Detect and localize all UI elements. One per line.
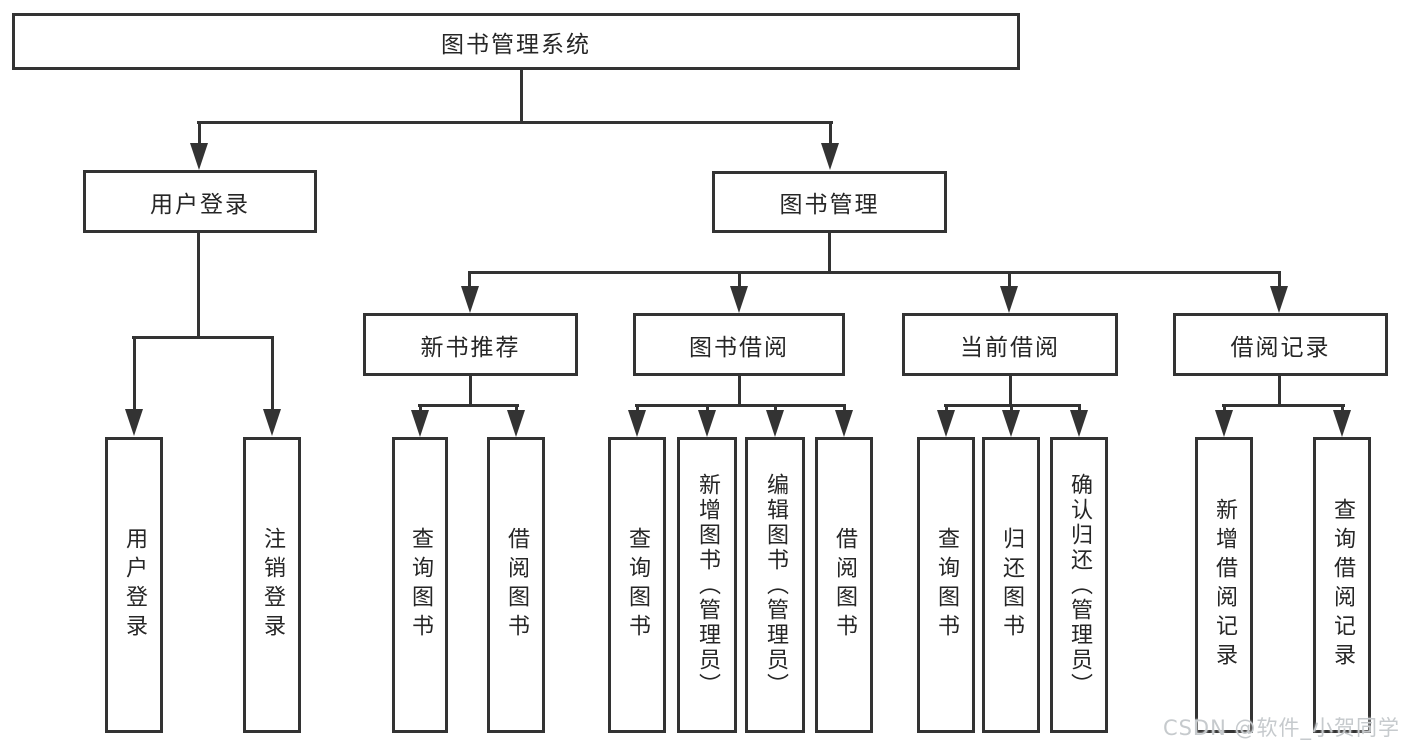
connector-line: [132, 336, 274, 339]
connector-line: [1223, 404, 1226, 412]
leaf-add-borrow-record-label: 新增借阅记录: [1212, 498, 1237, 672]
connector-line: [1341, 404, 1344, 412]
arrow-down-icon: [1070, 410, 1088, 437]
connector-line: [706, 404, 709, 412]
leaf-query-books-current: 查询图书: [917, 437, 975, 733]
connector-line: [197, 121, 833, 124]
arrow-down-icon: [766, 410, 784, 437]
arrow-down-icon: [1333, 410, 1351, 437]
connector-line: [133, 336, 136, 412]
node-new-book-recommend: 新书推荐: [363, 313, 578, 376]
connector-line: [418, 404, 519, 407]
connector-line: [829, 121, 832, 145]
connector-line: [738, 376, 741, 406]
leaf-logout: 注销登录: [243, 437, 301, 733]
connector-line: [419, 404, 422, 412]
node-user-login: 用户登录: [83, 170, 317, 233]
arrow-down-icon: [1002, 410, 1020, 437]
leaf-borrow-books-label: 借阅图书: [832, 527, 857, 643]
connector-line: [468, 271, 1281, 274]
leaf-edit-books-admin: 编辑图书（管理员）: [745, 437, 805, 733]
leaf-confirm-return-admin: 确认归还（管理员）: [1050, 437, 1108, 733]
node-borrow-records: 借阅记录: [1173, 313, 1388, 376]
arrow-down-icon: [507, 410, 525, 437]
connector-line: [1278, 271, 1281, 289]
node-current-borrowing: 当前借阅: [902, 313, 1118, 376]
connector-line: [469, 376, 472, 406]
connector-line: [828, 233, 831, 273]
leaf-confirm-return-admin-label: 确认归还（管理员）: [1067, 472, 1092, 698]
leaf-query-books-borrowing: 查询图书: [608, 437, 666, 733]
leaf-borrow-books-recommend-label: 借阅图书: [504, 527, 529, 643]
connector-line: [271, 336, 274, 412]
connector-line: [1078, 404, 1081, 412]
connector-line: [1278, 376, 1281, 406]
connector-line: [198, 121, 201, 145]
arrow-down-icon: [411, 410, 429, 437]
arrow-down-icon: [730, 286, 748, 313]
connector-line: [774, 404, 777, 412]
connector-line: [738, 271, 741, 289]
node-book-borrowing: 图书借阅: [633, 313, 845, 376]
leaf-borrow-books: 借阅图书: [815, 437, 873, 733]
leaf-query-borrow-record-label: 查询借阅记录: [1330, 498, 1355, 672]
connector-line: [636, 404, 639, 412]
leaf-return-books: 归还图书: [982, 437, 1040, 733]
arrow-down-icon: [821, 143, 839, 170]
arrow-down-icon: [937, 410, 955, 437]
connector-line: [468, 271, 471, 289]
connector-line: [843, 404, 846, 412]
leaf-query-borrow-record: 查询借阅记录: [1313, 437, 1371, 733]
leaf-query-books-current-label: 查询图书: [934, 527, 959, 643]
leaf-user-login: 用户登录: [105, 437, 163, 733]
arrow-down-icon: [835, 410, 853, 437]
arrow-down-icon: [1270, 286, 1288, 313]
leaf-logout-label: 注销登录: [260, 527, 285, 643]
leaf-query-books-recommend: 查询图书: [392, 437, 448, 733]
connector-line: [635, 404, 846, 407]
arrow-down-icon: [461, 286, 479, 313]
arrow-down-icon: [190, 143, 208, 170]
leaf-borrow-books-recommend: 借阅图书: [487, 437, 545, 733]
node-library-management-system: 图书管理系统: [12, 13, 1020, 70]
arrow-down-icon: [628, 410, 646, 437]
connector-line: [1010, 404, 1013, 412]
arrow-down-icon: [1215, 410, 1233, 437]
arrow-down-icon: [125, 409, 143, 436]
leaf-add-books-admin: 新增图书（管理员）: [677, 437, 737, 733]
leaf-add-borrow-record: 新增借阅记录: [1195, 437, 1253, 733]
arrow-down-icon: [263, 409, 281, 436]
csdn-watermark: CSDN @软件_小贺同学: [1162, 716, 1400, 740]
connector-line: [197, 233, 200, 338]
connector-line: [1009, 376, 1012, 406]
connector-line: [1008, 271, 1011, 289]
leaf-query-books-borrowing-label: 查询图书: [625, 527, 650, 643]
connector-line: [945, 404, 948, 412]
leaf-user-login-label: 用户登录: [122, 527, 147, 643]
arrow-down-icon: [1000, 286, 1018, 313]
arrow-down-icon: [698, 410, 716, 437]
connector-line: [1222, 404, 1345, 407]
connector-line: [515, 404, 518, 412]
leaf-edit-books-admin-label: 编辑图书（管理员）: [763, 472, 788, 698]
node-book-management: 图书管理: [712, 171, 947, 233]
leaf-add-books-admin-label: 新增图书（管理员）: [695, 472, 720, 698]
connector-line: [520, 70, 523, 124]
leaf-return-books-label: 归还图书: [999, 527, 1024, 643]
leaf-query-books-recommend-label: 查询图书: [408, 527, 433, 643]
